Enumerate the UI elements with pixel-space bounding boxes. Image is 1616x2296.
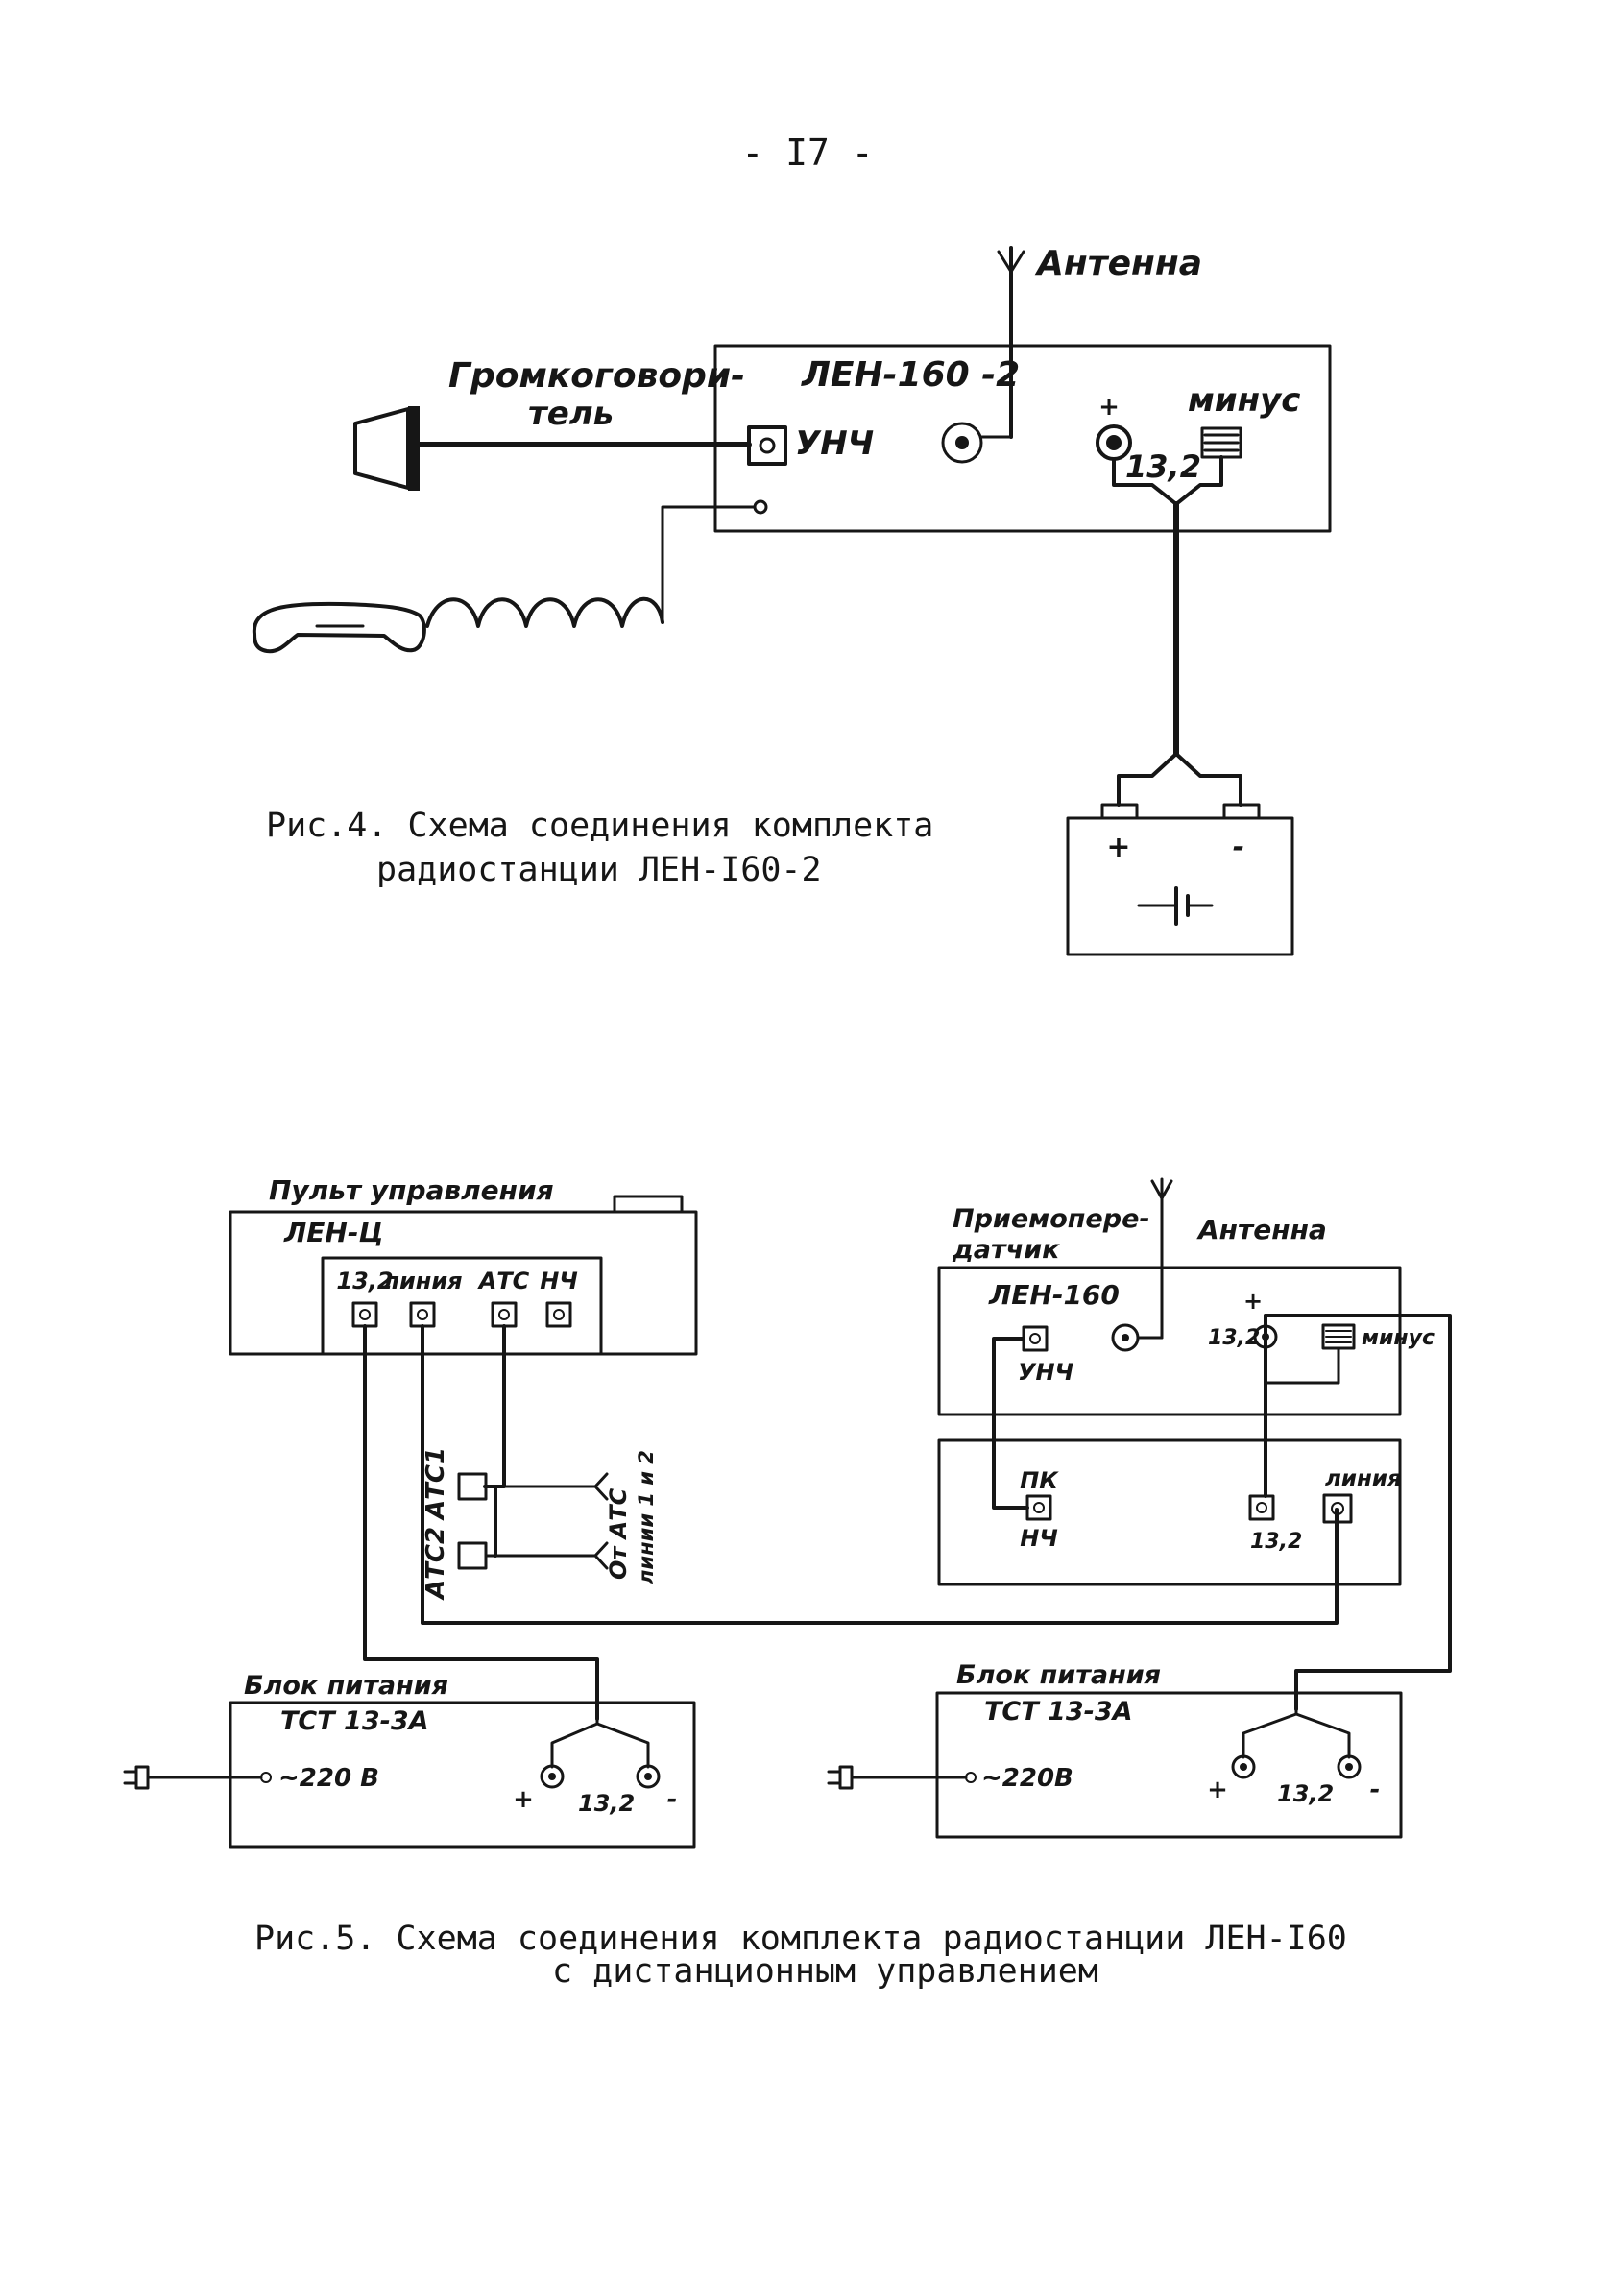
fig5-minus-label: минус xyxy=(1362,1326,1435,1350)
liniya-label: линия xyxy=(1325,1466,1402,1491)
left-psu-plus: + xyxy=(513,1785,534,1814)
plus-label: + xyxy=(1098,393,1120,422)
telephone-handset-icon xyxy=(252,601,426,654)
right-psu-plus: + xyxy=(1207,1776,1228,1804)
console-terminal-icons xyxy=(351,1301,572,1328)
left-ac-label: ~220 В xyxy=(278,1764,379,1793)
antenna-icon xyxy=(1150,1177,1173,1340)
speaker-label-line1: Громкоговори- xyxy=(448,356,745,396)
radio-unit-box xyxy=(713,344,1332,533)
fig5-antenna-label: Антенна xyxy=(1196,1214,1327,1245)
right-psu-title: Блок питания xyxy=(956,1660,1161,1690)
page-number: - I7 - xyxy=(741,132,873,174)
interface-voltage-label: 13,2 xyxy=(1250,1530,1302,1554)
antenna-label: Антенна xyxy=(1034,244,1202,283)
unch-terminal-icon xyxy=(1022,1325,1049,1352)
antenna-connector-icon xyxy=(1111,1323,1164,1352)
speaker-label-line2: тель xyxy=(528,395,614,433)
unch-terminal-icon xyxy=(747,425,787,466)
console-unit-label: ЛЕН-Ц xyxy=(283,1217,383,1248)
nch-label: НЧ xyxy=(1020,1525,1057,1552)
battery-minus-label: - xyxy=(1233,831,1244,864)
console-top-block xyxy=(613,1195,684,1214)
voltage-label: 13,2 xyxy=(1125,448,1201,485)
figure-4: Антенна ЛЕН-160 -2 Громкоговори- тель УН… xyxy=(252,244,1332,956)
left-psu-voltage: 13,2 xyxy=(578,1790,635,1817)
transceiver-label-line1: Приемопере- xyxy=(953,1204,1150,1234)
transceiver-box xyxy=(937,1266,1402,1416)
fig5-caption-line1: Рис.5. Схема соединения комплекта радиос… xyxy=(254,1920,1347,1958)
right-ac-label: ~220В xyxy=(981,1764,1073,1793)
right-psu-box xyxy=(935,1691,1403,1839)
right-psu-model: ТСТ 13-3А xyxy=(984,1697,1133,1727)
console-terminal-label-3: АТС xyxy=(477,1268,530,1294)
nch-terminal-icon xyxy=(1025,1494,1052,1521)
right-psu-minus: - xyxy=(1370,1776,1381,1804)
fig4-caption-line2: радиостанции ЛЕН-I60-2 xyxy=(376,851,822,889)
antenna-icon xyxy=(997,246,1025,439)
figure-5: Пульт управления ЛЕН-Ц 13,2 линия АТС НЧ xyxy=(123,1174,1452,1991)
voltage-terminal-icon xyxy=(1248,1494,1275,1521)
fig4-caption-line1: Рис.4. Схема соединения комплекта xyxy=(266,807,933,845)
console-terminal-label-4: НЧ xyxy=(540,1268,577,1294)
fig5-plus-label: + xyxy=(1243,1288,1263,1315)
len160-label: ЛЕН-160 xyxy=(988,1279,1120,1311)
coiled-cord xyxy=(425,596,664,628)
console-terminal-label-2: линия xyxy=(382,1268,462,1294)
interface-box xyxy=(937,1438,1402,1586)
right-psu-outputs xyxy=(1231,1707,1362,1779)
fig5-voltage-label: 13,2 xyxy=(1208,1326,1260,1350)
from-atc-label-line2: линии 1 и 2 xyxy=(635,1450,658,1584)
left-psu-box xyxy=(229,1701,696,1849)
negative-terminal-icon xyxy=(1321,1323,1356,1350)
left-psu-outputs xyxy=(540,1717,661,1789)
console-title: Пульт управления xyxy=(269,1174,554,1206)
left-psu-model: ТСТ 13-3А xyxy=(280,1706,429,1736)
loudspeaker-icon xyxy=(353,406,420,491)
negative-terminal-icon xyxy=(1200,426,1242,459)
right-psu-voltage: 13,2 xyxy=(1277,1780,1334,1807)
handset-cable xyxy=(661,505,757,624)
minus-label: минус xyxy=(1188,381,1300,420)
fig5-unch-label: УНЧ xyxy=(1018,1359,1073,1386)
left-psu-minus: - xyxy=(667,1785,678,1814)
atc1-label: АТС1 xyxy=(422,1447,450,1521)
pk-label: ПК xyxy=(1020,1467,1059,1494)
console-terminal-panel xyxy=(321,1256,603,1356)
transceiver-wiring xyxy=(992,1314,1452,1711)
handset-jack-icon xyxy=(753,499,768,515)
atc-relay-icons xyxy=(457,1472,609,1570)
atc2-label: АТС2 xyxy=(422,1527,450,1601)
console-terminal-label-1: 13,2 xyxy=(336,1268,393,1294)
battery-icon xyxy=(1066,803,1294,956)
left-psu-title: Блок питания xyxy=(244,1671,448,1701)
antenna-connector-icon xyxy=(941,422,1013,464)
console-wiring xyxy=(363,1324,1339,1721)
unch-label: УНЧ xyxy=(795,424,874,463)
right-mains-plug-icon xyxy=(827,1765,977,1790)
battery-plus-label: + xyxy=(1106,831,1130,864)
liniya-terminal-icon xyxy=(1322,1493,1353,1524)
unit-label: ЛЕН-160 -2 xyxy=(801,355,1020,395)
power-cable xyxy=(1112,455,1242,807)
transceiver-label-line2: датчик xyxy=(952,1235,1060,1265)
left-mains-plug-icon xyxy=(123,1765,272,1790)
from-atc-label-line1: От АТС xyxy=(605,1487,632,1580)
fig5-caption-line2: с дистанционным управлением xyxy=(552,1952,1098,1991)
